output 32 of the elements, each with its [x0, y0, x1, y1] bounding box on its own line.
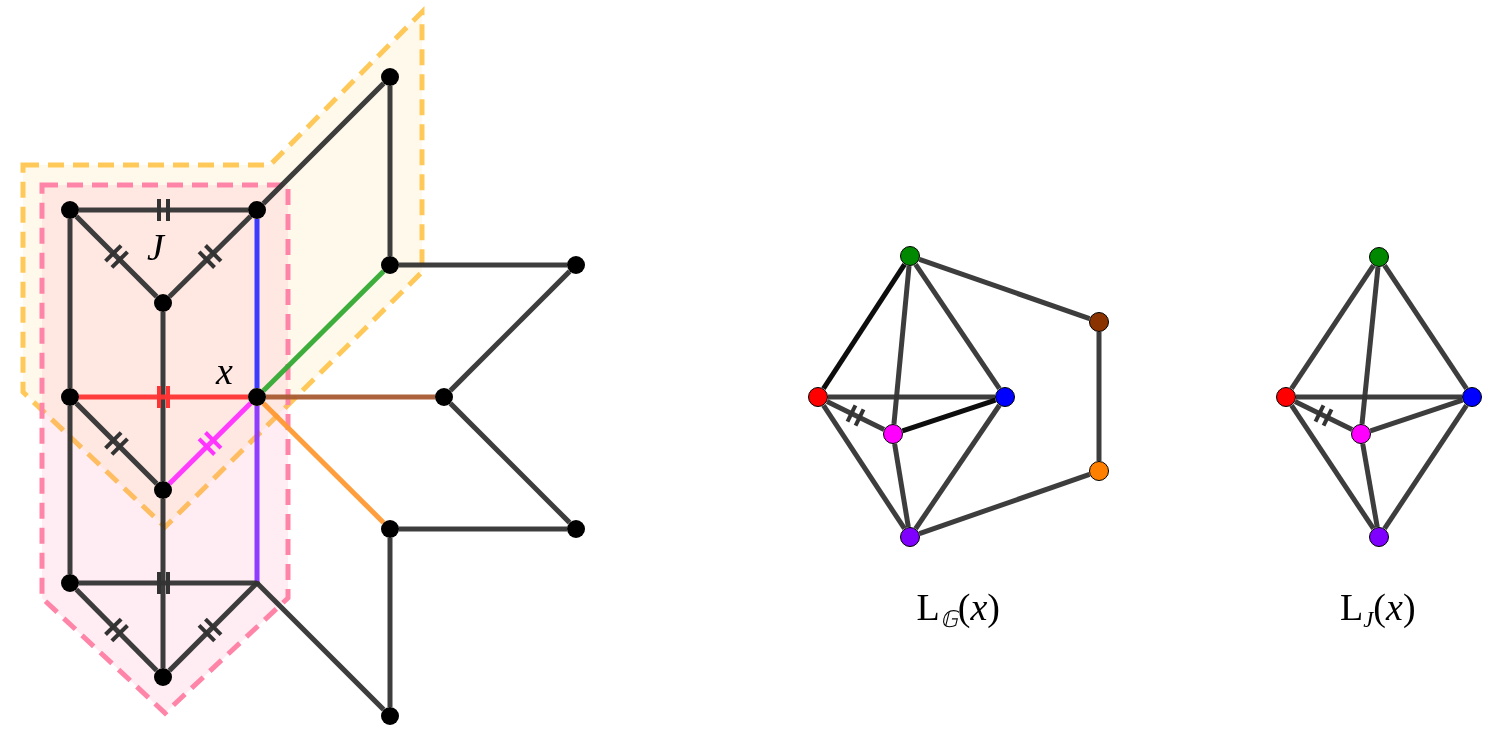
graph-vertex [883, 424, 903, 444]
graph-vertex [567, 520, 585, 538]
graph-caption: L$_{𝔾}$(x) [916, 588, 1000, 632]
graph-vertex [1089, 461, 1109, 481]
graph-vertex [154, 294, 172, 312]
graph-vertex [1462, 387, 1482, 407]
graph-vertex [154, 668, 172, 686]
graph-vertex [254, 580, 260, 586]
graph-vertex [381, 68, 399, 86]
graph-vertex [381, 520, 399, 538]
graph-vertex [61, 574, 79, 592]
graph-vertex [567, 256, 585, 274]
graph-vertex [381, 707, 399, 725]
graph-vertex [1276, 387, 1296, 407]
graph-vertex [995, 387, 1015, 407]
graph-vertex [248, 201, 266, 219]
graph-vertex [1089, 312, 1109, 332]
graph-vertex [154, 481, 172, 499]
graph-vertex [1369, 527, 1389, 547]
subgraph-label: J [147, 228, 164, 266]
graph-vertex [808, 387, 828, 407]
graph-vertex [248, 388, 266, 406]
graph-vertex [381, 256, 399, 274]
vertex-label: x [216, 352, 233, 390]
graph-vertex [61, 201, 79, 219]
graph-vertex [900, 527, 920, 547]
graph-vertex [1351, 424, 1371, 444]
graph-vertex [900, 246, 920, 266]
graph-vertex [435, 388, 453, 406]
graph-vertex [61, 388, 79, 406]
graph-vertex [1369, 247, 1389, 267]
graph-caption: L$_{J}$(x) [1340, 588, 1416, 632]
